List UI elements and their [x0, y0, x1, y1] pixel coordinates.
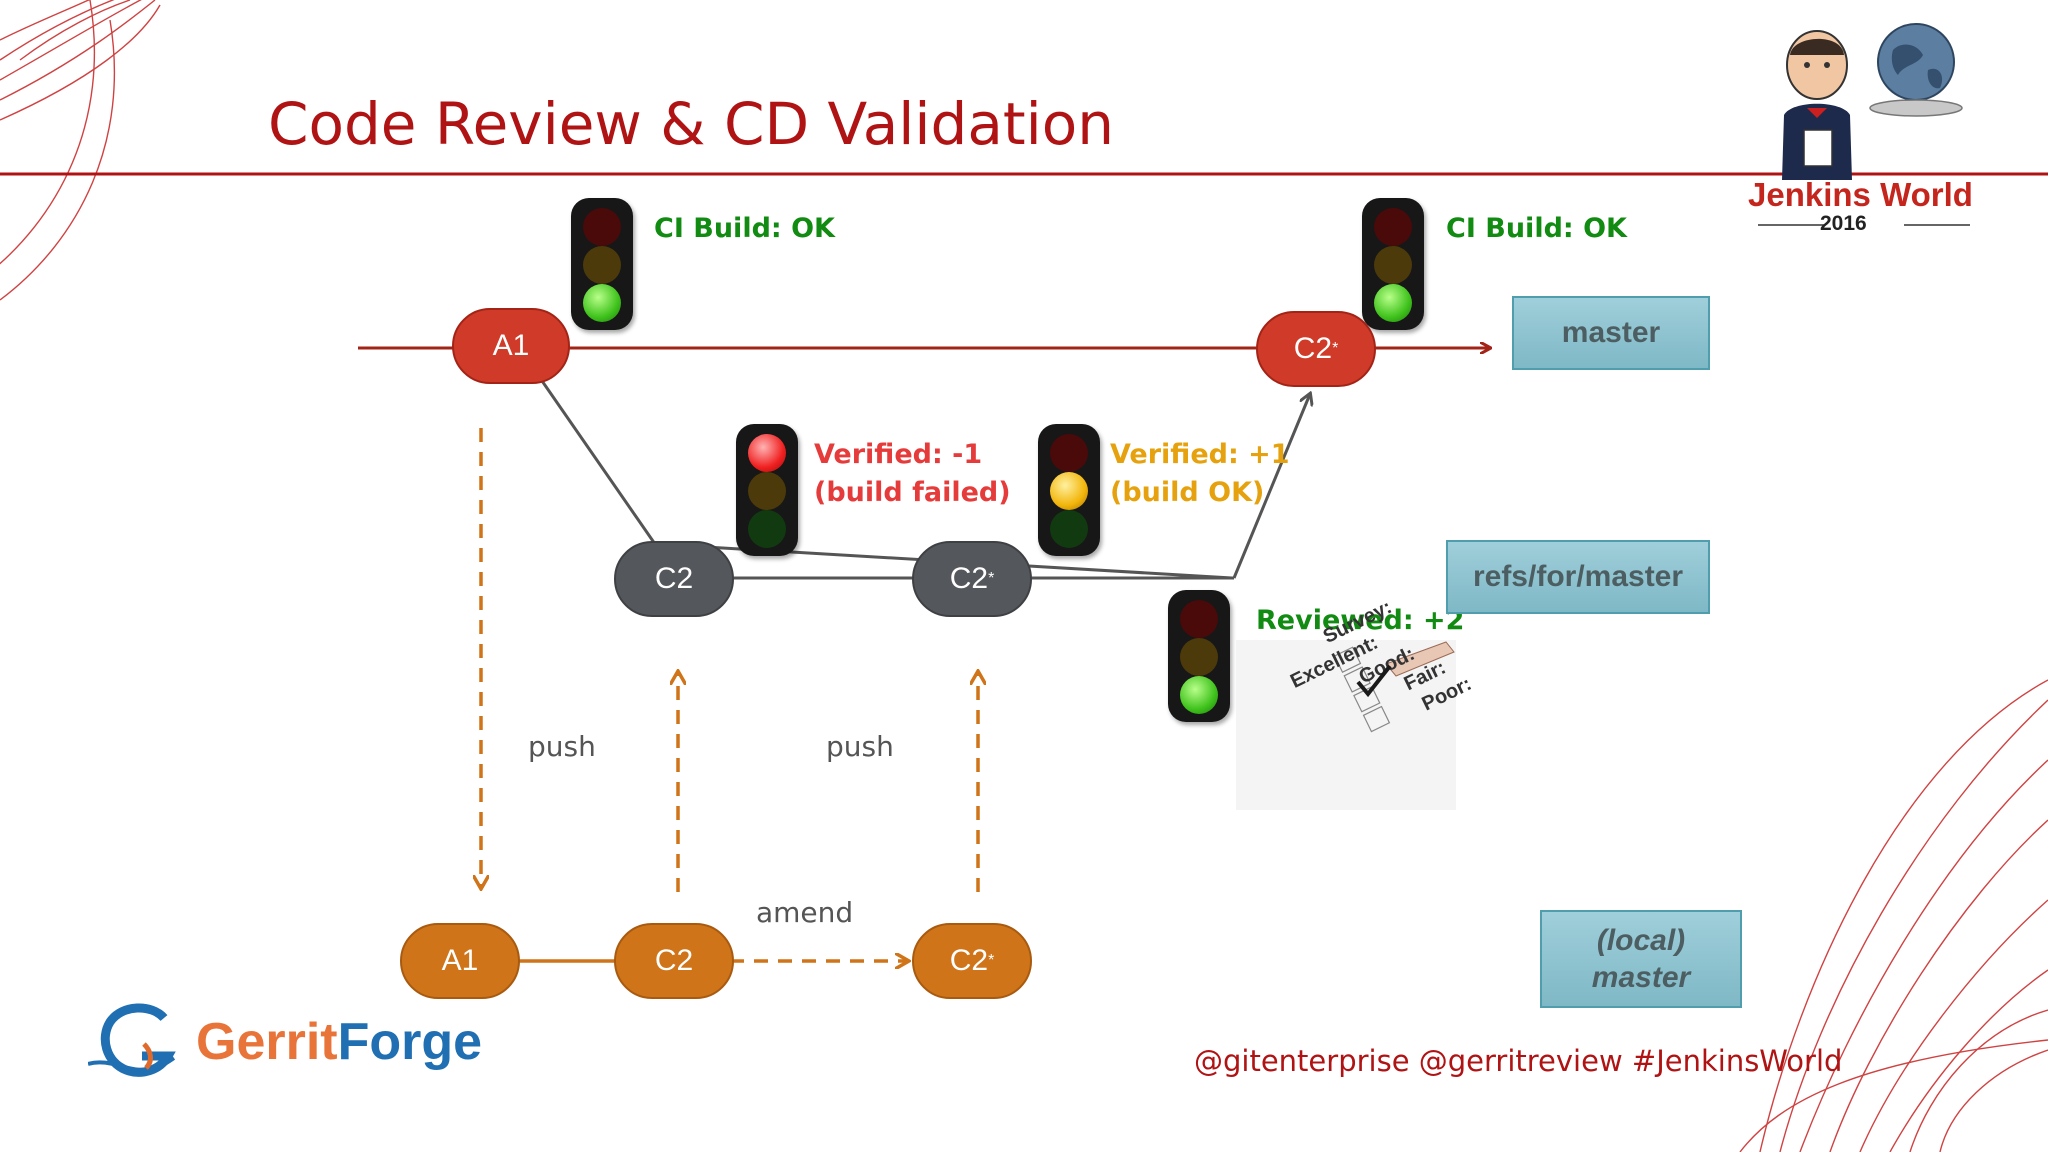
traffic-light-ci-c2: [1362, 198, 1424, 330]
verified-fail-status: Verified: -1 (build failed): [814, 436, 1011, 512]
commit-label: A1: [492, 329, 530, 362]
ci-build-status-a1: CI Build: OK: [654, 213, 835, 244]
company-name-part2: Forge: [337, 1013, 483, 1071]
commit-label: C2: [1293, 332, 1333, 365]
event-year: 2016: [1820, 212, 1867, 235]
ref-review-label: refs/for/master: [1472, 560, 1684, 593]
verified-ok-line2: (build OK): [1110, 477, 1265, 508]
commit-local-a1[interactable]: A1: [400, 923, 520, 999]
traffic-light-ci-a1: [571, 198, 633, 330]
ref-local-master[interactable]: (local) master: [1540, 910, 1742, 1008]
event-year-rules: [1758, 224, 1970, 226]
verified-ok-status: Verified: +1 (build OK): [1110, 436, 1290, 512]
verified-ok-line1: Verified: +1: [1110, 439, 1290, 470]
verified-fail-line2: (build failed): [814, 477, 1011, 508]
amended-marker: *: [1332, 340, 1339, 357]
commit-master-c2-amended[interactable]: C2*: [1256, 311, 1376, 387]
commit-local-c2-amended[interactable]: C2*: [912, 923, 1032, 999]
push-label-2: push: [826, 730, 894, 763]
commit-review-c2-amended[interactable]: C2*: [912, 541, 1032, 617]
ref-local-line2: master: [1591, 961, 1691, 994]
ref-master-label: master: [1561, 316, 1661, 349]
survey-card-image: Survey: Excellent: Good: Fair: Poor:: [1236, 596, 1475, 810]
company-name-part1: Gerrit: [196, 1013, 338, 1071]
survey-card-background: [1236, 640, 1456, 810]
decorative-swirl-top-left: [0, 0, 161, 301]
checkmark-icon: [1356, 664, 1392, 698]
traffic-light-review: [1168, 590, 1230, 722]
jenkins-butler-icon: [1782, 30, 1852, 180]
amended-marker: *: [988, 952, 995, 969]
ref-review[interactable]: refs/for/master: [1446, 540, 1710, 614]
traffic-light-verify-fail: [736, 424, 798, 556]
commit-label: C2: [949, 944, 989, 977]
globe-icon: [1869, 23, 1963, 117]
amend-label: amend: [756, 896, 854, 929]
gerritforge-logo-icon: [88, 1003, 176, 1077]
verified-fail-line1: Verified: -1: [814, 439, 983, 470]
commit-master-a1[interactable]: A1: [452, 308, 570, 384]
ci-build-status-c2: CI Build: OK: [1446, 213, 1627, 244]
commit-review-c2[interactable]: C2: [614, 541, 734, 617]
commit-label: C2: [949, 562, 989, 595]
event-name: Jenkins World: [1748, 176, 1973, 213]
traffic-light-verify-ok: [1038, 424, 1100, 556]
push-label-1: push: [528, 730, 596, 763]
commit-label: C2: [654, 562, 694, 595]
merge-arrow: [1232, 394, 1310, 579]
company-logo-text: GerritForge: [196, 1012, 482, 1072]
page-title: Code Review & CD Validation: [268, 90, 1114, 158]
footer-handles: @gitenterprise @gerritreview #JenkinsWor…: [1194, 1044, 1843, 1078]
commit-label: A1: [441, 944, 479, 977]
ref-master[interactable]: master: [1512, 296, 1710, 370]
commit-label: C2: [654, 944, 694, 977]
reviewed-status: Reviewed: +2: [1256, 605, 1465, 636]
pen-icon: [1385, 641, 1455, 677]
ref-local-line1: (local): [1596, 924, 1686, 957]
commit-local-c2[interactable]: C2: [614, 923, 734, 999]
decorative-swirl-bottom-right: [1739, 679, 2048, 1152]
amended-marker: *: [988, 570, 995, 587]
